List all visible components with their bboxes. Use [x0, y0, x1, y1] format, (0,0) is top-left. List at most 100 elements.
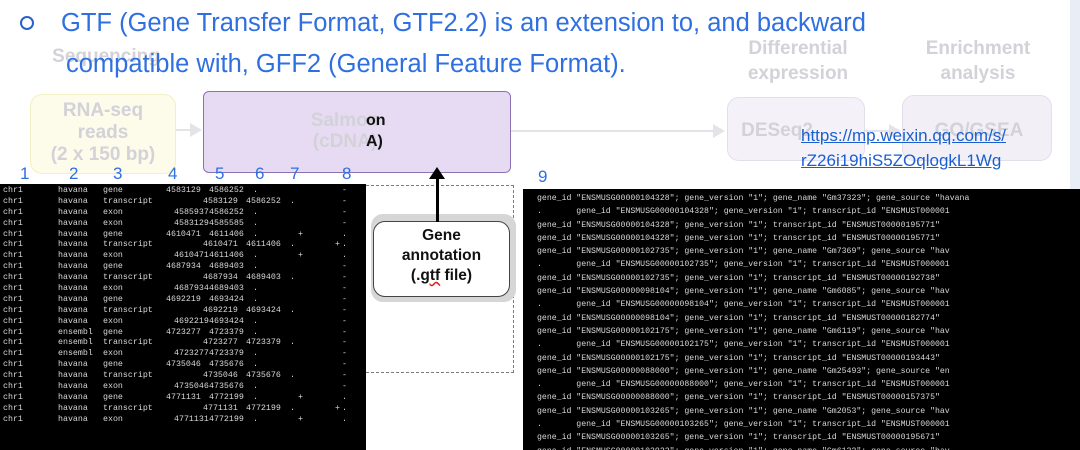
gtf-cell-score: .: [253, 218, 258, 228]
deseq-label: DESeq2: [741, 120, 813, 141]
gtf-cell-feat: gene: [103, 229, 123, 239]
gtf-cell-seq: chr1: [3, 251, 23, 261]
attribute-line: . gene_id "ENSMUSG00000102175"; gene_ver…: [537, 340, 950, 350]
gtf-cell-end: 4586252: [246, 196, 281, 206]
gtf-cell-seq: chr1: [3, 207, 23, 217]
gtf-file-suffix: file): [440, 267, 473, 284]
gtf-cell-end: 4689403: [209, 262, 244, 272]
gtf-cell-src: havana: [58, 316, 88, 326]
gtf-cell-start: 4687934: [203, 273, 238, 283]
reads-label-line1: RNA-seq: [62, 100, 144, 121]
salmon-label-line1: Salmon: [310, 110, 380, 131]
gtf-cell-seq: chr1: [3, 305, 23, 315]
gtf-cell-end: 4689403: [246, 273, 281, 283]
gtf-cell-strand: +: [335, 403, 340, 413]
attribute-line: . gene_id "ENSMUSG00000098104"; gene_ver…: [537, 300, 950, 310]
gtf-cell-src: havana: [58, 371, 88, 381]
gtf-cell-seq: chr1: [3, 403, 23, 413]
gtf-cell-feat: gene: [103, 360, 123, 370]
gtf-cell-end: 4735676: [209, 382, 244, 392]
gtf-cell-frame: .: [342, 403, 347, 413]
gtf-cell-seq: chr1: [3, 294, 23, 304]
gtf-cell-feat: exon: [103, 207, 123, 217]
gtf-cell-src: havana: [58, 262, 88, 272]
column-number-9: 9: [538, 167, 548, 186]
gtf-cell-strand: +: [298, 392, 303, 402]
weixin-link-line1[interactable]: https://mp.weixin.qq.com/s/: [801, 126, 1007, 145]
gtf-cell-score: .: [253, 284, 258, 294]
gtf-cell-score: .: [253, 360, 258, 370]
gtf-cell-frame: -: [342, 218, 347, 228]
gtf-cell-src: havana: [58, 273, 88, 283]
gtf-cell-src: ensembl: [58, 338, 93, 348]
gtf-cell-feat: exon: [103, 414, 123, 424]
gtf-cell-end: 4586252: [209, 186, 244, 195]
go-box: [902, 95, 1052, 161]
attribute-line: . gene_id "ENSMUSG00000104328"; gene_ver…: [537, 207, 950, 217]
gtf-cell-strand: +: [298, 251, 303, 261]
gtf-cell-feat: transcript: [103, 240, 153, 250]
go-label: GO/GSEA: [934, 120, 1024, 141]
gtf-cell-end: 4772199: [209, 414, 244, 424]
gtf-cell-score: .: [290, 338, 295, 348]
gtf-cell-score: .: [290, 305, 295, 315]
attribute-line: gene_id "ENSMUSG00000102175"; gene_versi…: [537, 353, 940, 363]
arrow-salmon-deseq: [511, 130, 716, 132]
gtf-cell-feat: transcript: [103, 371, 153, 381]
gtf-cell-score: .: [290, 273, 295, 283]
gtf-cell-score: .: [290, 240, 295, 250]
diff-label-line1: Differential: [748, 38, 848, 59]
gtf-cell-frame: -: [342, 305, 347, 315]
gtf-cell-frame: -: [342, 196, 347, 206]
annotation-arrow-shaft: [436, 176, 439, 222]
attribute-line: . gene_id "ENSMUSG00000088000"; gene_ver…: [537, 380, 950, 390]
attribute-line: gene_id "ENSMUSG00000104328"; gene_versi…: [537, 220, 940, 230]
gtf-cell-feat: gene: [103, 392, 123, 402]
gtf-cell-feat: transcript: [103, 273, 153, 283]
gtf-cell-seq: chr1: [3, 392, 23, 402]
gtf-cell-end: 4735676: [209, 360, 244, 370]
gtf-cell-frame: -: [342, 262, 347, 272]
gtf-cell-src: havana: [58, 218, 88, 228]
gtf-cell-end: 4772199: [246, 403, 281, 413]
bullet-icon: [20, 16, 34, 30]
diff-label-line2: expression: [747, 63, 849, 84]
weixin-link-line2[interactable]: rZ26i19hiS5ZOqlogkL1Wg: [801, 151, 1002, 170]
gtf-cell-frame: -: [342, 382, 347, 392]
gtf-cell-src: havana: [58, 251, 88, 261]
gtf-cell-frame: .: [342, 229, 347, 239]
gtf-cell-start: 4723277: [203, 338, 238, 348]
column-number-3: 3: [113, 164, 123, 183]
gtf-cell-start: 4585937: [174, 207, 209, 217]
gtf-cell-score: .: [253, 327, 258, 337]
salmon-partial-1: on: [366, 112, 386, 129]
gtf-cell-frame: -: [342, 207, 347, 217]
gtf-cell-score: .: [253, 294, 258, 304]
gtf-cell-src: havana: [58, 240, 88, 250]
attribute-line: gene_id "ENSMUSG00000088000"; gene_versi…: [537, 366, 950, 376]
gtf-cell-frame: -: [342, 273, 347, 283]
sequencing-label: Sequencing: [52, 46, 160, 67]
gtf-cell-seq: chr1: [3, 229, 23, 239]
gtf-cell-seq: chr1: [3, 327, 23, 337]
reads-label-line2: reads: [77, 122, 129, 143]
gtf-cell-start: 4583129: [166, 186, 201, 195]
gtf-cell-score: .: [290, 403, 295, 413]
arrow-reads-salmon: [176, 129, 192, 131]
gtf-cell-frame: .: [342, 414, 347, 424]
up-arrow-icon: [429, 167, 445, 179]
gtf-cell-score: .: [253, 349, 258, 359]
salmon-partial-2: A): [366, 133, 383, 150]
attribute-line: gene_id "ENSMUSG00000088000"; gene_versi…: [537, 393, 940, 403]
gtf-cell-frame: .: [342, 251, 347, 261]
gtf-cell-src: havana: [58, 360, 88, 370]
